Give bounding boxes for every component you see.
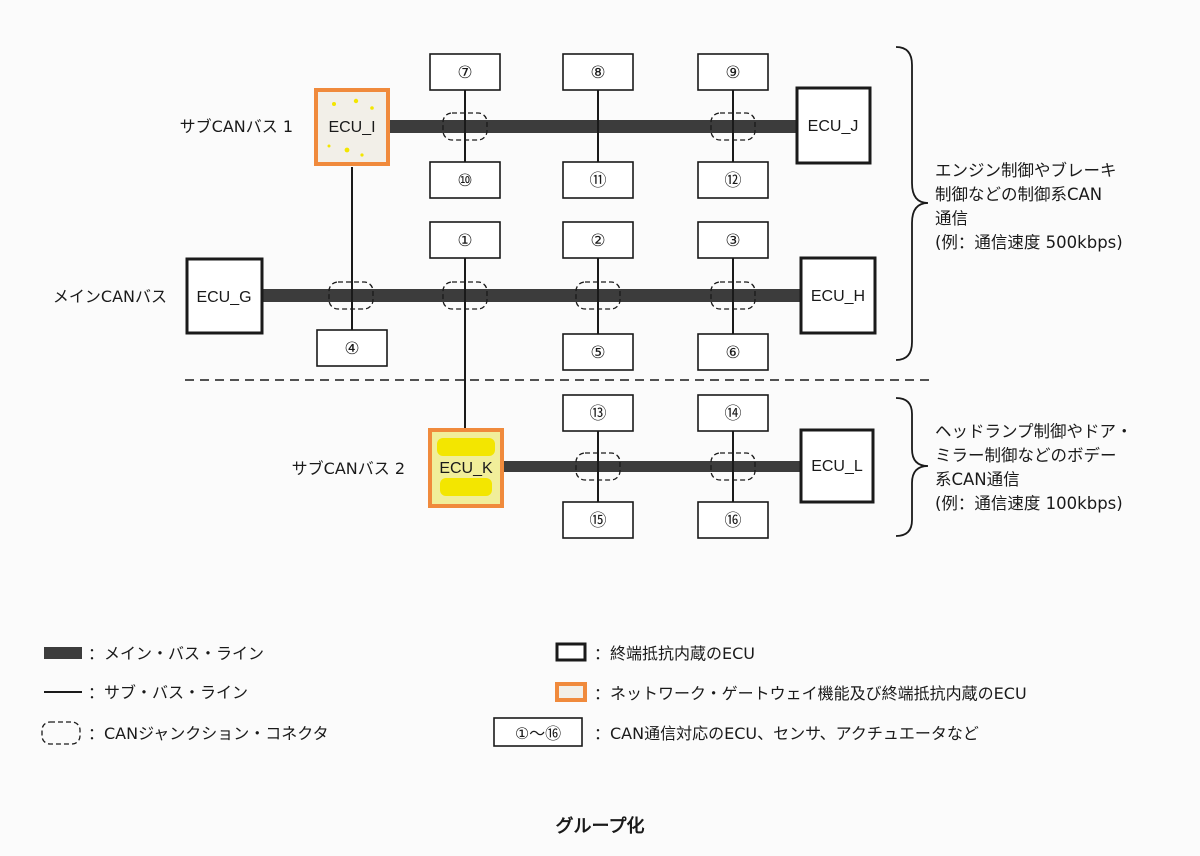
- ecu-g-label: ECU_G: [196, 289, 251, 306]
- legend-gateway-ecu-text: ：ネットワーク・ゲートウェイ機能及び終端抵抗内蔵のECU: [594, 684, 1027, 703]
- control-note-line-3: 通信: [935, 209, 968, 228]
- node-label-3: ③: [725, 231, 740, 251]
- ecu-i-highlight-marks: [327, 98, 374, 157]
- node-label-6: ⑥: [725, 343, 740, 363]
- node-box-16: [697, 501, 769, 539]
- ecu-l-label: ECU_L: [811, 458, 863, 475]
- junction-connectors: [328, 112, 756, 481]
- node-box-2: [562, 221, 634, 259]
- node-box-15: [562, 501, 634, 539]
- legend-main-bus-swatch: [44, 647, 82, 659]
- node-box-11: [562, 161, 634, 199]
- sub-can-bus-1-label: サブCANバス 1: [180, 117, 293, 136]
- node-label-4: ④: [344, 339, 359, 359]
- ecu-i-gateway: [314, 88, 390, 166]
- ecu-j-box: [795, 86, 872, 165]
- body-note-line-2: ミラー制御などのボデー: [935, 445, 1117, 465]
- node-box-12: [697, 161, 769, 199]
- junction-connector: [328, 281, 374, 310]
- ecu-i-box: [314, 88, 390, 166]
- legend-node-desc-text: ：CAN通信対応のECU、センサ、アクチュエータなど: [594, 724, 979, 743]
- node-label-14: ⑭: [725, 404, 742, 424]
- node-label-10: ⑩: [457, 171, 472, 191]
- node-boxes: [316, 53, 769, 539]
- main-bus-lines: [262, 120, 802, 472]
- ecu-h-label: ECU_H: [811, 288, 865, 305]
- junction-connector: [575, 452, 621, 481]
- sub-can-bus-2-label: サブCANバス 2: [292, 459, 405, 478]
- legend-junction-text: ：CANジャンクション・コネクタ: [88, 724, 329, 743]
- ecu-k-gateway: [428, 428, 504, 508]
- control-note-line-4: (例：通信速度 500kbps): [935, 233, 1123, 252]
- node-label-11: ⑪: [590, 171, 607, 191]
- node-label-9: ⑨: [725, 63, 740, 83]
- legend-gateway-ecu-swatch: [555, 682, 587, 702]
- legend-terminal-ecu-text: ：終端抵抗内蔵のECU: [594, 644, 755, 663]
- junction-connector: [710, 281, 756, 310]
- sub-can-bus-1-line: [388, 120, 798, 133]
- brace-control-group: [895, 46, 929, 361]
- junction-connector: [710, 112, 756, 141]
- legend: ：メイン・バス・ライン ：サブ・バス・ライン ：CANジャンクション・コネクタ …: [41, 642, 1027, 747]
- ecu-k-label: ECU_K: [439, 460, 493, 477]
- node-box-13: [562, 394, 634, 432]
- node-box-5: [562, 333, 634, 371]
- node-label-15: ⑮: [590, 511, 607, 531]
- body-note-line-3: 系CAN通信: [935, 470, 1020, 489]
- legend-node-range-text: ①〜⑯: [515, 724, 561, 743]
- sub-bus-lines: [351, 90, 734, 502]
- control-note-line-1: エンジン制御やブレーキ: [935, 160, 1117, 180]
- node-label-12: ⑫: [725, 171, 742, 191]
- legend-junction-swatch: [41, 721, 81, 745]
- main-can-bus-line: [262, 289, 802, 302]
- node-label-1: ①: [457, 231, 472, 251]
- node-box-3: [697, 221, 769, 259]
- ecu-j-label: ECU_J: [808, 118, 859, 135]
- sub-can-bus-2-line: [502, 461, 802, 472]
- node-label-8: ⑧: [590, 63, 605, 83]
- ecu-g-box: [185, 257, 264, 335]
- legend-node-range-box: [493, 717, 583, 747]
- junction-connector: [442, 281, 488, 310]
- legend-terminal-ecu-swatch: [555, 642, 587, 662]
- figure-caption: グループ化: [556, 815, 645, 837]
- ecu-i-label: ECU_I: [328, 119, 375, 136]
- junction-connector: [575, 281, 621, 310]
- ecu-h-box: [799, 256, 877, 335]
- body-note-line-1: ヘッドランプ制御やドア・: [935, 422, 1133, 441]
- node-box-9: [697, 53, 769, 91]
- legend-sub-bus-text: ：サブ・バス・ライン: [88, 683, 248, 702]
- node-label-2: ②: [590, 231, 605, 251]
- node-box-10: [429, 161, 501, 199]
- ecu-k-highlight-marks: [437, 438, 495, 496]
- node-box-6: [697, 333, 769, 371]
- control-note-line-2: 制御などの制御系CAN: [935, 185, 1102, 204]
- legend-main-bus-text: ：メイン・バス・ライン: [88, 644, 264, 663]
- brace-body-group: [895, 397, 929, 537]
- ecu-l-box: [799, 428, 875, 504]
- node-label-16: ⑯: [725, 511, 742, 531]
- node-box-7: [429, 53, 501, 91]
- junction-connector: [442, 112, 488, 141]
- junction-connector: [710, 452, 756, 481]
- node-label-5: ⑤: [590, 343, 605, 363]
- node-box-8: [562, 53, 634, 91]
- node-box-14: [697, 394, 769, 432]
- node-box-4: [316, 329, 388, 367]
- node-label-7: ⑦: [457, 63, 472, 83]
- node-box-1: [429, 221, 501, 259]
- node-label-13: ⑬: [590, 404, 607, 424]
- body-note-line-4: (例：通信速度 100kbps): [935, 494, 1123, 513]
- main-can-bus-label: メインCANバス: [53, 287, 167, 306]
